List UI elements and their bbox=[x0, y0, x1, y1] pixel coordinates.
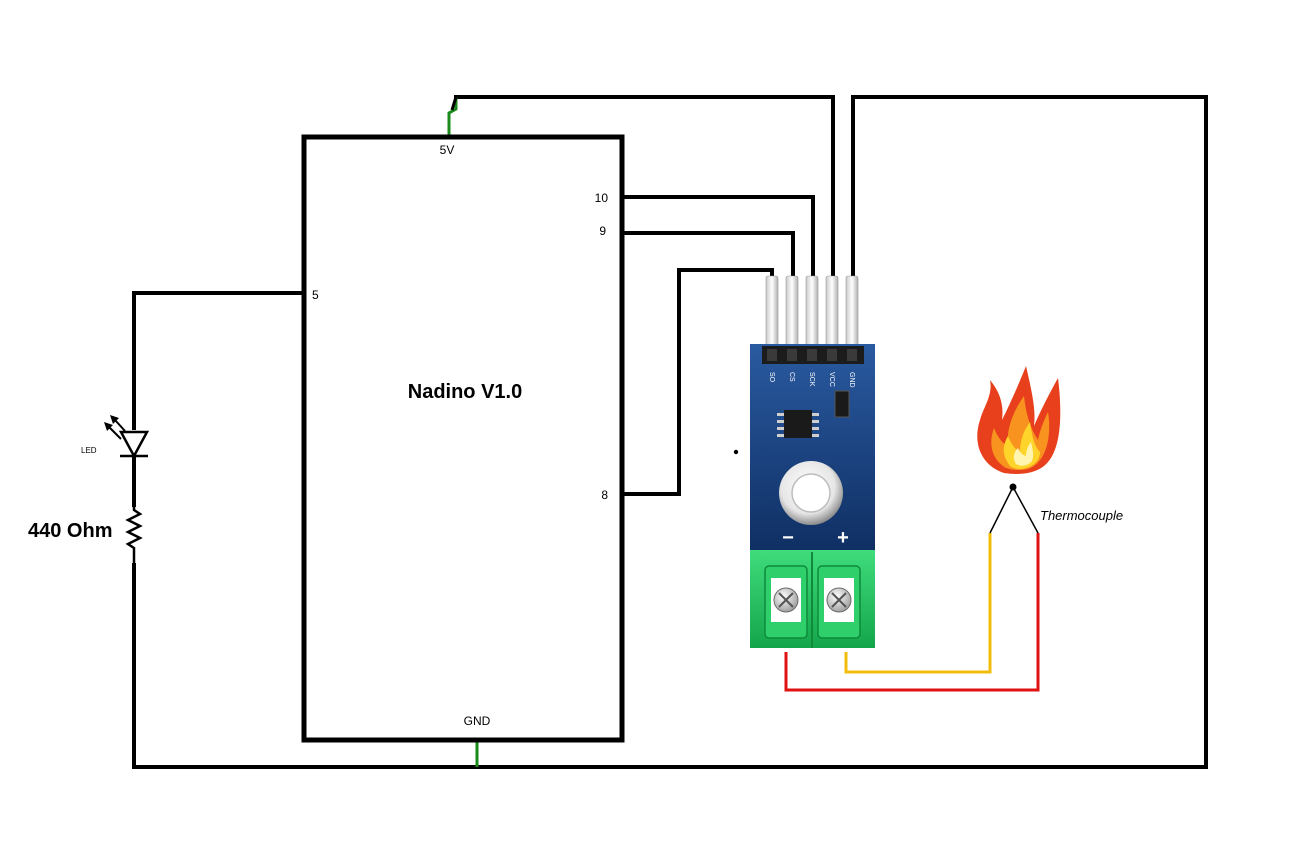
resistor-label: 440 Ohm bbox=[28, 520, 112, 542]
header-pin-so bbox=[765, 275, 779, 351]
module-pin-labels: SO CS SCK VCC GND bbox=[768, 372, 855, 388]
led-light-arrowhead-1 bbox=[104, 422, 113, 431]
header-pin-sck bbox=[805, 275, 819, 351]
header-pin-cs bbox=[785, 275, 799, 351]
pin-label-9: 9 bbox=[599, 224, 606, 238]
thermo-junction-left bbox=[989, 486, 1014, 534]
thermocouple-module: SO CS SCK VCC GND − + bbox=[750, 275, 875, 648]
led-label: LED bbox=[81, 446, 97, 455]
thermo-wire-yellow bbox=[844, 533, 992, 674]
flame-core bbox=[1013, 442, 1034, 466]
nadino-board: Nadino V1.0 5V 10 9 5 8 GND bbox=[301, 134, 625, 743]
wire-pin8-to-so bbox=[621, 268, 774, 496]
module-plus-sign: + bbox=[837, 527, 849, 549]
flame-icon bbox=[977, 366, 1061, 474]
wire-pin5-to-led bbox=[132, 291, 307, 430]
header-pin-vcc bbox=[825, 275, 839, 351]
led-light-ray-1 bbox=[108, 426, 122, 440]
pin-label-gnd: GND bbox=[464, 714, 491, 728]
module-socket-holes bbox=[767, 349, 857, 361]
thermo-wire-red bbox=[784, 533, 1040, 692]
wire-ground-loop bbox=[132, 95, 1208, 769]
module-pin-label-sck: SCK bbox=[808, 372, 815, 387]
module-mounting-hole-inner bbox=[791, 473, 831, 513]
wire-5v-kink bbox=[450, 96, 458, 111]
wire-pin10-to-sck bbox=[621, 195, 815, 280]
thermo-junction-dot bbox=[1009, 483, 1017, 491]
thermo-junction-right bbox=[1012, 486, 1039, 534]
resistor-zigzag bbox=[125, 505, 143, 565]
module-capacitor bbox=[834, 390, 850, 418]
led: LED bbox=[81, 415, 150, 459]
module-pin-label-vcc: VCC bbox=[828, 372, 835, 387]
led-light-ray-2 bbox=[114, 419, 126, 432]
module-minus-sign: − bbox=[782, 527, 794, 549]
pin-label-10: 10 bbox=[595, 191, 609, 205]
wire-pin9-to-cs bbox=[621, 231, 795, 280]
module-chip bbox=[777, 410, 819, 438]
pin-label-5: 5 bbox=[312, 288, 319, 302]
wire-5v-stub bbox=[447, 97, 458, 137]
module-pin-label-cs: CS bbox=[788, 372, 795, 382]
module-pin-label-gnd: GND bbox=[848, 372, 855, 388]
led-light-arrowhead-2 bbox=[110, 415, 119, 424]
pin-label-8: 8 bbox=[601, 488, 608, 502]
board-outline bbox=[301, 134, 625, 743]
wire-5v-to-vcc bbox=[454, 95, 835, 280]
terminal-screw-minus bbox=[773, 587, 799, 613]
chip-body bbox=[784, 410, 812, 438]
terminal-screw-plus bbox=[826, 587, 852, 613]
pin-label-5v: 5V bbox=[440, 143, 455, 157]
board-title: Nadino V1.0 bbox=[408, 381, 522, 403]
stray-dot bbox=[733, 449, 739, 455]
resistor: 440 Ohm bbox=[28, 505, 143, 565]
led-diode-triangle bbox=[118, 430, 150, 459]
module-pin-label-so: SO bbox=[768, 372, 775, 383]
thermocouple-label: Thermocouple bbox=[1040, 508, 1123, 523]
header-pin-gnd bbox=[845, 275, 859, 351]
module-header-pins bbox=[765, 275, 859, 351]
green-stubs bbox=[447, 96, 479, 767]
thermocouple-leads: Thermocouple bbox=[784, 483, 1123, 692]
wires bbox=[132, 95, 1208, 769]
